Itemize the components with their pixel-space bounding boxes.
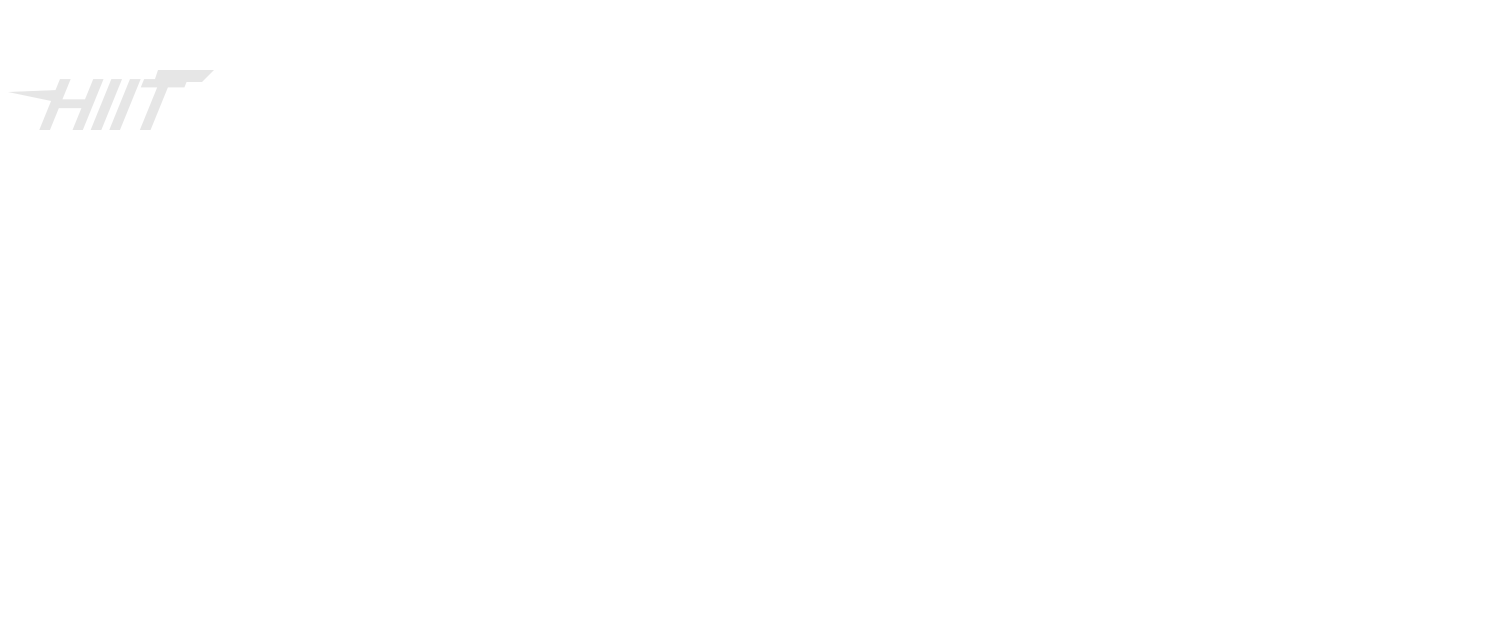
logo-t-bar — [154, 70, 214, 82]
hiit-logo-icon: HIIT — [8, 64, 214, 136]
logo-speed-streak — [8, 90, 58, 102]
brand-logo[interactable]: HIIT — [8, 64, 218, 136]
logo-text: HIIT — [35, 64, 192, 136]
